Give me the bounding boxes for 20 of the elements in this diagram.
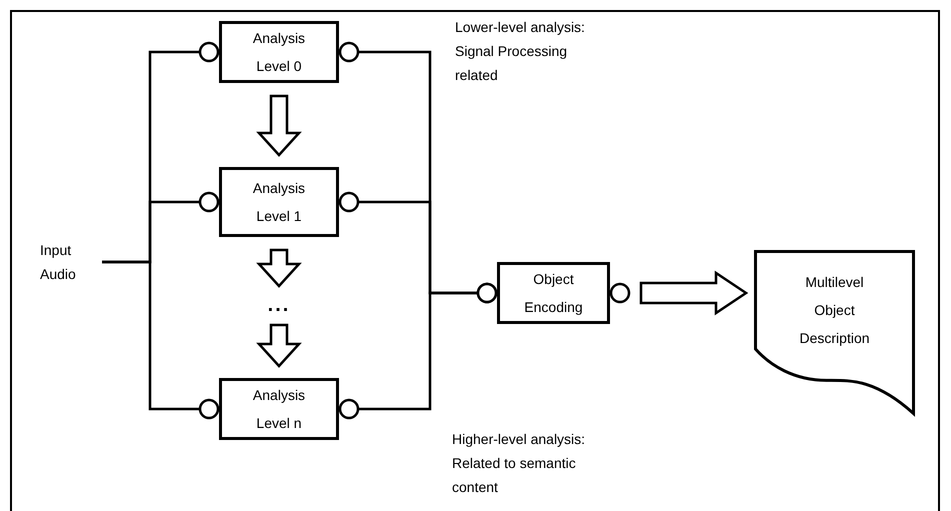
node-text: Input Audio [40, 241, 77, 284]
node-text: Analysis Level n [252, 386, 306, 433]
node-text: Analysis Level 0 [252, 29, 306, 76]
node-text: Object Encoding [523, 270, 584, 317]
process-box [219, 378, 339, 440]
block-arrow [640, 270, 748, 316]
block-arrow [256, 324, 302, 368]
block-arrow [256, 248, 302, 288]
connector-line [102, 260, 220, 420]
process-box [219, 167, 339, 237]
node-text: Multilevel Object Description [798, 273, 871, 348]
annotation-text: Higher-level analysis: Related to semantic content [452, 430, 586, 497]
connector-line [338, 282, 498, 420]
annotation-text: Lower-level analysis: Signal Processing related [455, 18, 586, 85]
process-box [219, 21, 339, 83]
block-arrow [256, 94, 302, 157]
document-shape [754, 250, 915, 415]
node-text: Analysis Level 1 [252, 179, 306, 226]
ellipsis-text: ... [268, 298, 290, 312]
process-box [497, 262, 610, 324]
